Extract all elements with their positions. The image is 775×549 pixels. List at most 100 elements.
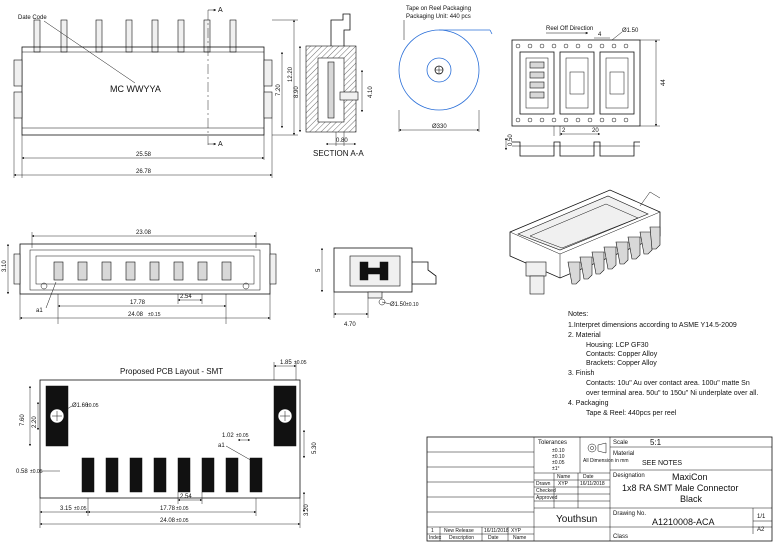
front-pins — [33, 19, 237, 53]
scale-value: 5:1 — [650, 438, 662, 447]
pcb-title: Proposed PCB Layout - SMT — [120, 367, 223, 376]
dim-section-8-90: 8.90 — [294, 86, 300, 98]
pcb-dim-0-58-tol: ±0.05 — [30, 469, 43, 475]
dim-tape-4: 4 — [598, 32, 602, 38]
front-view: Date Code MC WWYYA A A 25.58 26.78 12.20… — [13, 7, 298, 178]
pcb-dim-2-54: 2.54 — [180, 494, 192, 500]
company-name: Youthsun — [556, 514, 597, 525]
tol-row-1: ±0.10 — [552, 448, 565, 454]
note-line-1: 1.Interpret dimensions according to ASME… — [568, 322, 737, 329]
section-title: SECTION A-A — [313, 149, 364, 158]
dim-reel-diameter: Ø330 — [432, 124, 447, 130]
reel-note-line2: Packaging Unit: 440 pcs — [406, 14, 471, 20]
pcb-dim-3-15: 3.15 — [60, 506, 72, 512]
dim-tape-2: 2 — [562, 128, 566, 134]
note-line-3: Housing: LCP GF30 — [586, 342, 649, 349]
sheet-size: A2 — [757, 527, 765, 533]
dim-front-height-a: 12.20 — [288, 66, 294, 82]
tol-row-4: ±1° — [552, 466, 560, 472]
material-value: SEE NOTES — [642, 460, 682, 467]
drawing-no-label: Drawing No. — [613, 511, 646, 517]
approved-label: Approved — [536, 495, 558, 501]
pcb-dim-24-08-tol: ±0.05 — [176, 518, 189, 524]
projection-symbol-icon — [587, 443, 597, 453]
designation-line1: MaxiCon — [672, 472, 708, 482]
pcb-dim-1-02-tol: ±0.05 — [236, 433, 249, 439]
dim-bottom-24-08: 24.08 — [128, 312, 144, 318]
reel-note-line1: Tape on Reel Packaging — [406, 6, 471, 12]
rev-index: 1 — [431, 528, 434, 534]
col-name: Name — [513, 535, 527, 541]
pcb-dim-hole: Ø1.60 — [72, 403, 89, 409]
designation-line3: Black — [680, 494, 703, 504]
reel-off-direction: Reel Off Direction — [546, 26, 593, 32]
dim-side-5: 5 — [316, 268, 322, 272]
notes-title: Notes: — [568, 311, 588, 318]
dim-tape-44: 44 — [661, 79, 667, 86]
pcb-dim-24-08: 24.08 — [160, 518, 176, 524]
tolerances-label: Tolerances — [538, 440, 567, 446]
pcb-dim-17-78-tol: ±0.05 — [176, 506, 189, 512]
drawn-name: XYP — [558, 481, 569, 487]
bottom-view: 23.08 3.10 a1 17.78 2.54 — [2, 230, 277, 324]
marking-text: MC WWYYA — [110, 84, 161, 94]
isometric-view — [509, 189, 661, 295]
side-view: 5 4.70 Ø1.50 ±0.10 — [316, 247, 437, 328]
pcb-dim-17-78: 17.78 — [160, 506, 176, 512]
date-col-label: Date — [583, 474, 594, 480]
drawn-label: Drawn — [536, 481, 551, 487]
dim-bottom-24-08-tol: ±0.15 — [148, 312, 161, 318]
designation-label: Designation — [613, 473, 645, 479]
notes-block: Notes: 1.Interpret dimensions according … — [568, 311, 758, 417]
dims-in-mm: All Dimension in mm — [583, 458, 629, 464]
designation-line2: 1x8 RA SMT Male Connector — [622, 483, 738, 493]
drawing-number: A1210008-ACA — [652, 517, 715, 527]
class-label: Class — [613, 534, 628, 540]
material-label: Material — [613, 451, 634, 457]
note-line-2: 2. Material — [568, 332, 601, 339]
dim-bottom-2-54: 2.54 — [180, 294, 192, 300]
scale-label: Scale — [613, 440, 629, 446]
rev-date: 16/11/2018 — [484, 528, 509, 534]
note-line-10: Tape & Reel: 440pcs per reel — [586, 410, 677, 417]
dim-bottom-23-08: 23.08 — [136, 230, 152, 236]
pcb-dim-7-60: 7.60 — [20, 414, 26, 426]
dim-section-0-80: 0.80 — [336, 138, 348, 144]
pcb-dim-2-20: 2.20 — [32, 416, 38, 428]
rev-description: New Release — [444, 528, 474, 534]
pcb-pin-label: a1 — [218, 443, 225, 449]
iso-pins — [567, 226, 661, 285]
rev-name: XYP — [511, 528, 522, 534]
dim-front-width-outer: 26.78 — [136, 169, 152, 175]
col-date: Date — [488, 535, 499, 541]
name-col-label: Name — [557, 474, 571, 480]
note-line-8: over terminal area. 50u" to 150u" Ni und… — [586, 390, 758, 397]
title-block: Tolerances ±0.10 ±0.10 ±0.05 ±1° All Dim… — [426, 436, 773, 542]
pcb-dim-3-20: 3.20 — [304, 504, 310, 516]
dim-bottom-3-10: 3.10 — [2, 260, 8, 272]
dim-tape-hole: Ø1.50 — [622, 28, 639, 34]
note-line-6: 3. Finish — [568, 370, 595, 377]
date-code-label: Date Code — [18, 15, 47, 21]
checked-label: Checked — [536, 488, 556, 494]
dim-front-width-inner: 25.58 — [136, 152, 152, 158]
dim-side-hole: Ø1.50 — [390, 302, 407, 308]
col-index: Index — [429, 535, 442, 541]
pcb-dim-5-30: 5.30 — [312, 442, 318, 454]
dim-section-4-10: 4.10 — [368, 86, 374, 98]
pcb-dim-1-85: 1.85 — [280, 360, 292, 366]
note-line-9: 4. Packaging — [568, 400, 609, 407]
note-line-7: Contacts: 10u" Au over contact area. 100… — [586, 380, 750, 387]
section-marker-bottom: A — [218, 141, 223, 148]
dim-tape-20: 20 — [592, 128, 599, 134]
sheet-number: 1/1 — [757, 514, 766, 520]
tol-row-3: ±0.05 — [552, 460, 565, 466]
section-view: 8.90 4.10 0.80 SECTION A-A — [294, 13, 374, 158]
dim-front-height-b: 7.20 — [276, 84, 282, 96]
drawn-date: 16/11/2018 — [580, 481, 605, 487]
pcb-dim-1-02: 1.02 — [222, 433, 234, 439]
pcb-dim-1-85-tol: ±0.05 — [294, 360, 307, 366]
dim-side-4-70: 4.70 — [344, 322, 356, 328]
